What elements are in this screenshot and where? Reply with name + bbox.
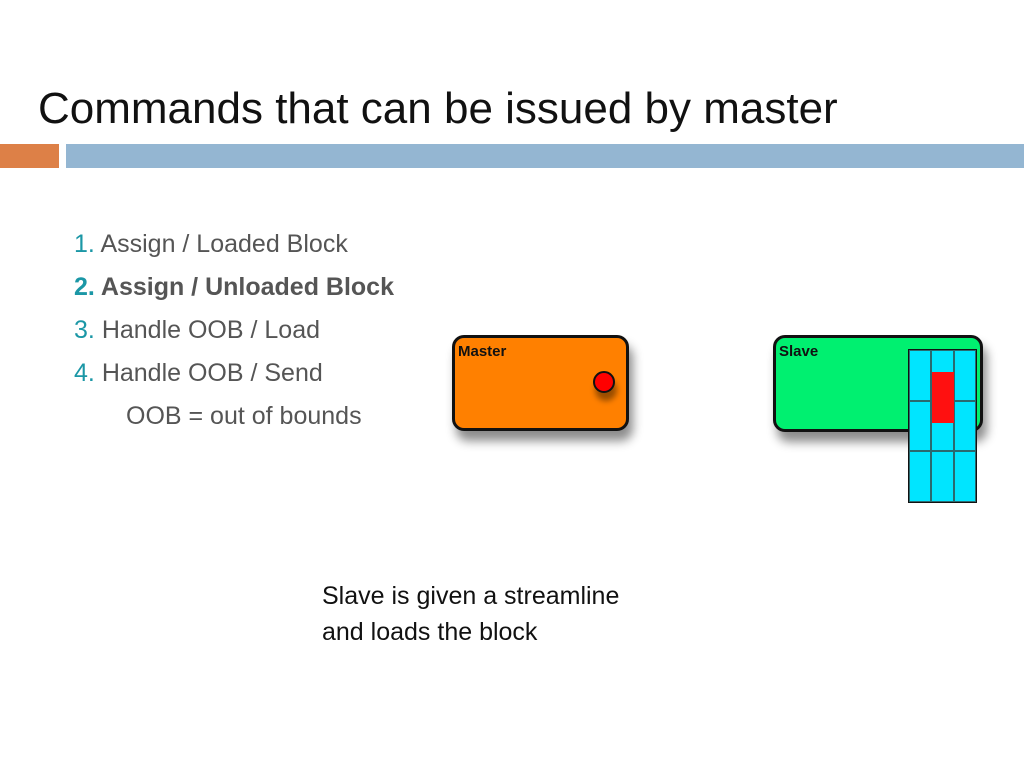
list-item: 3. Handle OOB / Load — [74, 316, 320, 345]
grid-cell — [953, 400, 976, 452]
list-item: 2. Assign / Unloaded Block — [74, 273, 394, 302]
grid-cell — [931, 451, 954, 502]
item-text: Handle OOB / Send — [101, 359, 323, 387]
oob-note: OOB = out of bounds — [126, 402, 362, 430]
item-number: 2. — [74, 273, 95, 301]
grid-cell — [909, 400, 932, 452]
grid-cell — [909, 350, 932, 401]
list-item: 1. Assign / Loaded Block — [74, 230, 348, 259]
item-number: 1. — [74, 230, 95, 258]
streamline-point — [593, 371, 615, 393]
diagram-caption: Slave is given a streamline and loads th… — [322, 578, 619, 650]
loaded-block — [932, 372, 954, 423]
accent-bar-orange — [0, 144, 59, 168]
master-label: Master — [458, 343, 507, 360]
caption-line: Slave is given a streamline — [322, 582, 620, 610]
caption-line: and loads the block — [322, 618, 538, 646]
item-number: 3. — [74, 316, 95, 344]
slide-title: Commands that can be issued by master — [38, 84, 838, 133]
grid-cell — [953, 350, 976, 401]
accent-bar-blue — [66, 144, 1024, 168]
item-number: 4. — [74, 359, 95, 387]
grid-cell — [909, 451, 932, 502]
slave-label: Slave — [779, 343, 819, 360]
list-item: 4. Handle OOB / Send — [74, 359, 323, 388]
item-text: Assign / Loaded Block — [100, 230, 348, 258]
item-text: Assign / Unloaded Block — [100, 273, 394, 301]
item-text: Handle OOB / Load — [101, 316, 321, 344]
grid-cell — [953, 451, 976, 502]
